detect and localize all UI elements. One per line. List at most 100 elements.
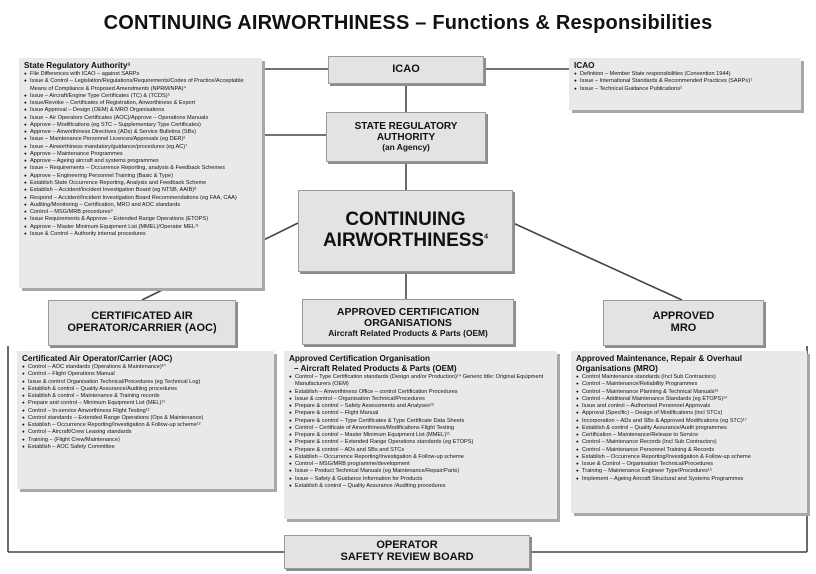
state-box-line1: STATE REGULATORY — [354, 121, 458, 133]
state-regulatory-authority-box: STATE REGULATORY AUTHORITY (an Agency) — [326, 112, 486, 162]
aco-panel: Approved Certification Organisation – Ai… — [284, 351, 557, 519]
list-item: Approve – Engineering Personnel Training… — [24, 173, 258, 180]
list-item: Control – Maintenance Personnel Training… — [576, 447, 803, 454]
state-box-line2: AUTHORITY — [376, 131, 436, 143]
aoc-panel-list: Control – AOC standards (Operations & Ma… — [22, 364, 270, 451]
list-item: Prepare & control – Extended Range Opera… — [289, 439, 553, 446]
list-item: Control – Type Certification standards (… — [289, 374, 553, 389]
list-item: Training – (Flight Crew/Maintenance) — [22, 437, 270, 444]
list-item: Definition – Member State responsibiliti… — [574, 71, 797, 78]
list-item: Approve – Ageing aircraft and systems pr… — [24, 158, 258, 165]
ca-line2: AIRWORTHINESS4 — [322, 230, 489, 252]
list-item: Approve – Master Minimum Equipment List … — [24, 224, 258, 231]
list-item: Respond – Accident/Incident Investigatio… — [24, 195, 258, 202]
list-item: Issue and control – Authorised Personnel… — [576, 403, 803, 410]
list-item: Establish State Occurrence Reporting, An… — [24, 180, 258, 187]
list-item: Issue – Airworthiness mandatory/guidance… — [24, 144, 258, 151]
list-item: Control – Maintenance Planning & Technic… — [576, 389, 803, 396]
list-item: Control – Aircraft/Crew Leasing standard… — [22, 429, 270, 436]
list-item: Issue & Control – Authority internal pro… — [24, 231, 258, 238]
icao-panel-list: Definition – Member State responsibiliti… — [574, 71, 797, 93]
continuing-airworthiness-box: CONTINUING AIRWORTHINESS4 — [298, 190, 513, 272]
approved-certification-box: APPROVED CERTIFICATION ORGANISATIONS Air… — [302, 299, 514, 345]
mro-panel-heading2: Organisations (MRO) — [576, 364, 658, 374]
list-item: Auditing/Monitoring – Certification, MRO… — [24, 202, 258, 209]
mro-box-line1: APPROVED — [652, 310, 715, 323]
list-item: Establish – Occurrence Reporting/Investi… — [289, 454, 553, 461]
list-item: Issue – Requirements – Occurrence Report… — [24, 165, 258, 172]
list-item: Prepare & control – Master Minimum Equip… — [289, 432, 553, 439]
list-item: Establish & control – Maintenance & Trai… — [22, 393, 270, 400]
list-item: Issue – Safety & Guidance Information fo… — [289, 476, 553, 483]
list-item: Approve – Modifications (eg STC – Supple… — [24, 122, 258, 129]
mro-panel-heading1: Approved Maintenance, Repair & Overhaul — [576, 354, 743, 363]
state-authority-panel: State Regulatory Authority³ File Differe… — [19, 58, 262, 288]
list-item: Incorporation – ADs and SBs & Approved M… — [576, 418, 803, 425]
icao-label: ICAO — [392, 63, 420, 76]
operator-safety-review-board-box: OPERATOR SAFETY REVIEW BOARD — [284, 535, 530, 569]
list-item: Issue – Technical Guidance Publications² — [574, 86, 797, 93]
list-item: Prepare & control – Safety Assessments a… — [289, 403, 553, 410]
connector-ca-to-mro — [512, 222, 683, 301]
aoc-box: CERTIFICATED AIR OPERATOR/CARRIER (AOC) — [48, 300, 236, 346]
icao-box: ICAO — [328, 56, 484, 84]
list-item: Establish – Occurrence Reporting/Investi… — [22, 422, 270, 429]
icao-panel-heading: ICAO — [574, 61, 595, 70]
list-item: Issue Requirements & Approve – Extended … — [24, 216, 258, 223]
mro-panel: Approved Maintenance, Repair & Overhaul … — [571, 351, 807, 513]
approved-mro-box: APPROVED MRO — [603, 300, 764, 346]
list-item: Establish – Airworthiness Office – contr… — [289, 389, 553, 396]
list-item: Approve – Maintenance Programmes — [24, 151, 258, 158]
list-item: Control – Maintenance Records (Incl Sub … — [576, 439, 803, 446]
list-item: Implement – Ageing Aircraft Structural a… — [576, 476, 803, 483]
state-panel-list: File Differences with ICAO – against SAR… — [24, 71, 258, 238]
list-item: Control – MSG/MRB programme/development — [289, 461, 553, 468]
aco-box-sub: Aircraft Related Products & Parts (OEM) — [328, 327, 488, 338]
ca-line2-text: AIRWORTHINESS — [322, 230, 485, 251]
list-item: Prepare & control – Flight Manual — [289, 410, 553, 417]
list-item: Establish & control – Quality Assurance … — [289, 483, 553, 490]
ca-line1: CONTINUING — [345, 209, 466, 231]
state-box-sub: (an Agency) — [382, 142, 430, 153]
list-item: Prepare and control – Minimum Equipment … — [22, 400, 270, 407]
aoc-panel-heading: Certificated Air Operator/Carrier (AOC) — [22, 354, 173, 363]
list-item: Issue & control Organisation Technical/P… — [22, 379, 270, 386]
list-item: Prepare & control – ADs and SBs and STCs — [289, 447, 553, 454]
icao-panel: ICAO Definition – Member State responsib… — [569, 58, 801, 110]
list-item: Control – AOC standards (Operations & Ma… — [22, 364, 270, 371]
aoc-box-line1: CERTIFICATED AIR — [91, 310, 193, 323]
list-item: Control – MSG/MRB procedures⁹ — [24, 209, 258, 216]
list-item: File Differences with ICAO – against SAR… — [24, 71, 258, 78]
list-item: Establish & control – Quality Assurance/… — [22, 386, 270, 393]
aco-box-line2: ORGANISATIONS — [364, 316, 452, 329]
list-item: Control Maintenance standards (Incl Sub … — [576, 374, 803, 381]
list-item: Approval (Specific) – Design of Modifica… — [576, 410, 803, 417]
aco-panel-heading1: Approved Certification Organisation — [289, 354, 431, 363]
list-item: Issue Approval – Design (OEM) & MRO Orga… — [24, 107, 258, 114]
aoc-box-line2: OPERATOR/CARRIER (AOC) — [67, 322, 217, 334]
list-item: Approve – Airworthiness Directives (ADs)… — [24, 129, 258, 136]
list-item: Issue – Product Technical Manuals (eg Ma… — [289, 468, 553, 475]
list-item: Issue – Maintenance Personnel Licences/A… — [24, 136, 258, 143]
list-item: Establish – AOC Safety Committee — [22, 444, 270, 451]
list-item: Issue & control – Organisation Technical… — [289, 396, 553, 403]
ca-footnote: 4 — [484, 233, 489, 241]
list-item: Establish – Occurrence Reporting/Investi… — [576, 454, 803, 461]
list-item: Issue & Control – Organisation Technical… — [576, 461, 803, 468]
page-title: CONTINUING AIRWORTHINESS – Functions & R… — [103, 12, 713, 34]
list-item: Issue – International Standards & Recomm… — [574, 78, 797, 85]
aco-panel-list: Control – Type Certification standards (… — [289, 374, 553, 490]
list-item: Issue – Air Operators Certificates (AOC)… — [24, 115, 258, 122]
list-item: Certification – Maintenance/Release to S… — [576, 432, 803, 439]
list-item: Prepare & control – Type Certificates & … — [289, 418, 553, 425]
aoc-panel: Certificated Air Operator/Carrier (AOC) … — [17, 351, 274, 489]
aco-box-line1: APPROVED CERTIFICATION — [336, 305, 480, 318]
list-item: Issue – Aircraft/Engine Type Certificate… — [24, 93, 258, 100]
list-item: Control – Additional Maintenance Standar… — [576, 396, 803, 403]
mro-panel-list: Control Maintenance standards (Incl Sub … — [576, 374, 803, 483]
mro-box-line2: MRO — [670, 322, 697, 334]
osrb-line2: SAFETY REVIEW BOARD — [340, 551, 474, 563]
list-item: Control – Maintenance/Reliability Progra… — [576, 381, 803, 388]
list-item: Training – Maintenance Engineer Type/Pro… — [576, 468, 803, 475]
